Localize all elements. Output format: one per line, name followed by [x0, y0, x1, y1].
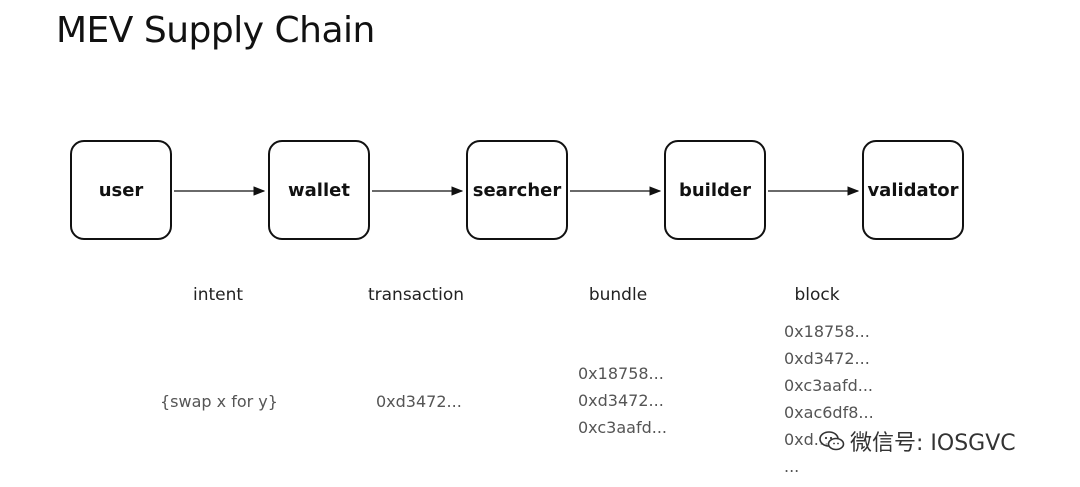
node-wallet: wallet — [268, 140, 370, 240]
block-value: 0xd3472... — [784, 349, 870, 368]
intent-value: {swap x for y} — [160, 392, 278, 411]
watermark-text: 微信号: IOSGVC — [850, 431, 1016, 456]
bundle-value: 0xd3472... — [578, 391, 664, 410]
transaction-values: 0xd3472... — [376, 388, 462, 415]
block-values: 0x18758... 0xd3472... 0xc3aafd... 0xac6d… — [784, 318, 874, 480]
block-value: ... — [784, 457, 800, 476]
block-value: 0x18758... — [784, 322, 870, 341]
node-searcher: searcher — [466, 140, 568, 240]
watermark: 微信号: IOSGVC — [818, 425, 1016, 457]
stage-label-intent: intent — [192, 285, 244, 305]
block-value: 0xac6df8... — [784, 403, 874, 422]
stage-label-transaction: transaction — [367, 285, 465, 305]
stage-label-bundle: bundle — [588, 285, 648, 305]
page-title: MEV Supply Chain — [56, 10, 375, 51]
block-value: 0xc3aafd... — [784, 376, 873, 395]
node-validator: validator — [862, 140, 964, 240]
wechat-icon — [819, 431, 845, 451]
intent-values: {swap x for y} — [160, 388, 278, 415]
stage-label-block: block — [794, 285, 840, 305]
node-user: user — [70, 140, 172, 240]
bundle-value: 0x18758... — [578, 364, 664, 383]
block-value: 0xd... — [784, 430, 830, 449]
node-builder: builder — [664, 140, 766, 240]
bundle-value: 0xc3aafd... — [578, 418, 667, 437]
transaction-value: 0xd3472... — [376, 392, 462, 411]
bundle-values: 0x18758... 0xd3472... 0xc3aafd... — [578, 360, 667, 441]
